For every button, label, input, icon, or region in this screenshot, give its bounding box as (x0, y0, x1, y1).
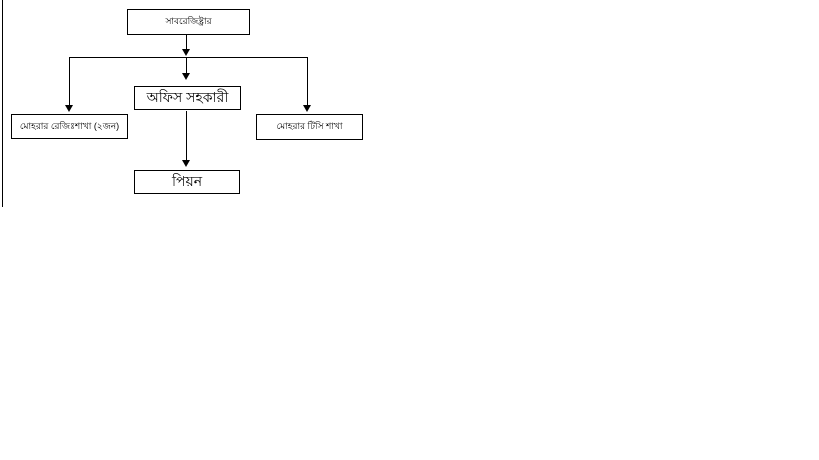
connector-bus-to-office-assistant (186, 57, 187, 73)
node-mohrar-tc-branch-label: মোহরার টিসি শাখা (276, 121, 343, 132)
node-mohrar-regi-branch: মোহরার রেজিঃশাখা (২জন) (11, 114, 128, 139)
connector-office-assistant-to-peon (186, 111, 187, 160)
node-office-assistant: অফিস সহকারী (134, 86, 241, 110)
node-mohrar-regi-branch-label: মোহরার রেজিঃশাখা (২জন) (19, 120, 120, 131)
connector-horizontal-bus (69, 57, 307, 58)
arrowhead-tc-branch-icon (303, 105, 311, 112)
node-mohrar-tc-branch: মোহরার টিসি শাখা (256, 114, 363, 140)
node-peon-label: পিয়ন (171, 173, 203, 190)
node-sub-registrar: সাবরেজিষ্ট্রার (127, 9, 250, 35)
node-office-assistant-label: অফিস সহকারী (146, 89, 229, 106)
arrowhead-office-assistant-icon (182, 73, 190, 80)
connector-root-to-bus (186, 35, 187, 49)
node-sub-registrar-label: সাবরেজিষ্ট্রার (165, 16, 212, 27)
connector-bus-to-regi-branch (69, 57, 70, 105)
arrowhead-root-icon (182, 49, 190, 56)
arrowhead-regi-branch-icon (65, 105, 73, 112)
node-peon: পিয়ন (134, 170, 240, 194)
page-left-border-line (2, 0, 3, 207)
arrowhead-peon-icon (182, 160, 190, 167)
connector-bus-to-tc-branch (307, 57, 308, 105)
